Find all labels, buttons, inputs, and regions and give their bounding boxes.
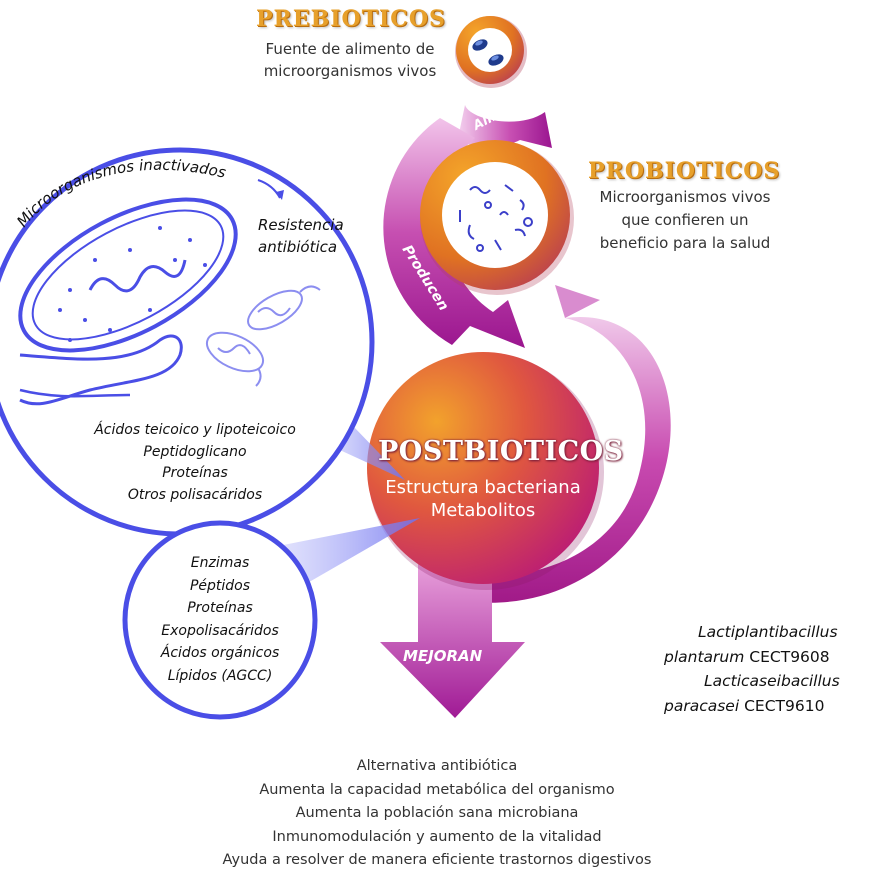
species-2-epithet: paracasei	[664, 696, 740, 715]
probioticos-description: Microorganismos vivos que confieren un b…	[585, 186, 785, 255]
species-1-genus: Lactiplantibacillus	[698, 623, 838, 641]
prebioticos-orb	[455, 16, 527, 88]
structure-components-list: Ácidos teicoico y lipoteicoico Peptidogl…	[70, 420, 320, 506]
prebioticos-description: Fuente de alimento de microorganismos vi…	[250, 38, 450, 82]
prebioticos-desc-line2: microorganismos vivos	[263, 62, 437, 80]
list-item: Aumenta la capacidad metabólica del orga…	[259, 781, 615, 798]
probioticos-desc-line2: que confieren un	[621, 211, 749, 229]
resistance-label: Resistencia antibiótica	[258, 214, 344, 258]
list-item: Péptidos	[189, 577, 251, 594]
postbioticos-line1: Estructura bacteriana	[385, 477, 581, 498]
probioticos-desc-line1: Microorganismos vivos	[599, 188, 771, 206]
mejoran-arrow	[380, 560, 525, 718]
list-item: Lípidos (AGCC)	[167, 667, 273, 684]
postbioticos-orb	[367, 352, 604, 590]
alimentan-arrow	[458, 105, 552, 148]
list-item: Exopolisacáridos	[161, 622, 279, 639]
list-item: Proteínas	[187, 600, 253, 616]
postbioticos-title: POSTBIOTICOS	[378, 436, 624, 467]
list-item: Alternativa antibiótica	[356, 758, 518, 774]
species-1-strain: CECT9608	[749, 647, 830, 666]
list-item: Proteínas	[162, 465, 228, 481]
metabolites-circle	[122, 520, 318, 720]
resistance-line2: antibiótica	[258, 238, 338, 256]
species-1-name: plantarum CECT9608	[664, 645, 870, 670]
postbioticos-line2: Metabolitos	[430, 500, 536, 521]
list-item: Inmunomodulación y aumento de la vitalid…	[272, 828, 602, 845]
probioticos-desc-line3: beneficio para la salud	[599, 234, 771, 252]
prebioticos-desc-line1: Fuente de alimento de	[265, 40, 435, 58]
list-item: Ayuda a resolver de manera eficiente tra…	[222, 852, 652, 868]
producen-arrow	[383, 118, 525, 348]
benefits-list: Alternativa antibiótica Aumenta la capac…	[150, 755, 724, 873]
probioticos-orb	[420, 140, 574, 295]
mejoran-label: MEJORAN	[403, 647, 483, 665]
prebioticos-title: PREBIOTICOS	[256, 6, 446, 32]
list-item: Aumenta la población sana microbiana	[295, 805, 579, 821]
metabolites-list: Enzimas Péptidos Proteínas Exopolisacári…	[130, 552, 310, 687]
postbiotic-arc	[430, 285, 671, 603]
list-item: Otros polisacáridos	[127, 486, 263, 503]
curved-arrow-icon	[257, 179, 281, 199]
list-item: Ácidos orgánicos	[160, 645, 280, 661]
species-2-genus: Lacticaseibacillus	[704, 672, 840, 690]
postbioticos-subtitle: Estructura bacteriana Metabolitos	[378, 476, 588, 522]
species-1-epithet: plantarum	[664, 647, 745, 666]
list-item: Enzimas	[190, 555, 250, 571]
probioticos-title: PROBIOTICOS	[588, 158, 781, 184]
resistance-line1: Resistencia	[258, 216, 344, 234]
list-item: Peptidoglicano	[143, 443, 247, 460]
species-2-name: paracasei CECT9610	[664, 694, 870, 719]
list-item: Ácidos teicoico y lipoteicoico	[94, 422, 296, 438]
species-list: Lactiplantibacillus plantarum CECT9608 L…	[664, 620, 870, 718]
species-2-strain: CECT9610	[744, 696, 825, 715]
